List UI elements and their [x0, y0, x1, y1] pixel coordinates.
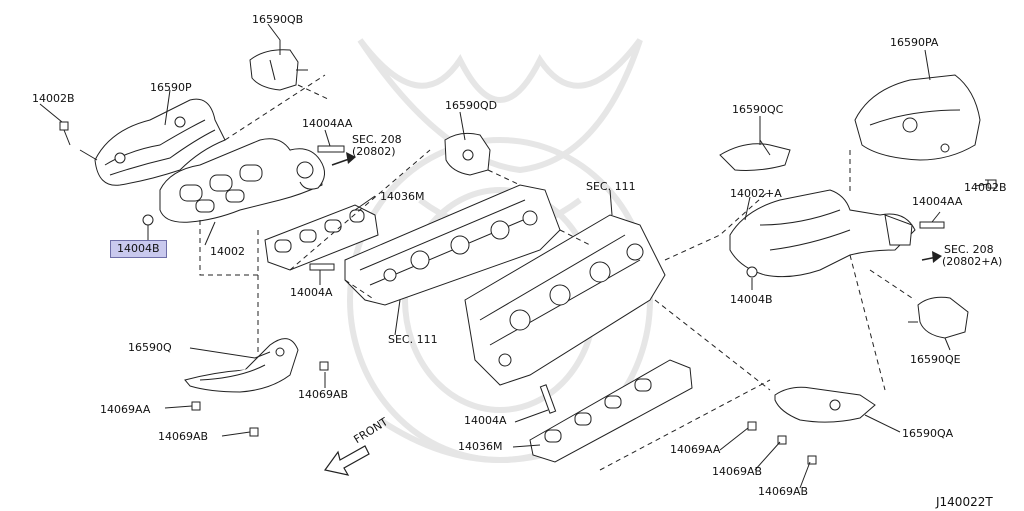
label-14069ab-mid: 14069AB	[298, 388, 349, 401]
bolt-14069ab-left	[249, 427, 259, 437]
label-16590qb: 16590QB	[252, 13, 304, 26]
label-sec208-right-sub: (20802+A)	[942, 255, 1003, 268]
gasket-14036m-bottom	[529, 359, 693, 463]
bolt-14069aa-right	[747, 421, 757, 431]
heat-shield-16590q	[184, 338, 299, 393]
bolt-14069ab-right1	[777, 435, 787, 445]
label-14004a-left: 14004A	[290, 286, 333, 299]
gasket-14036m-top	[264, 204, 379, 271]
label-14004aa-right: 14004AA	[912, 195, 963, 208]
label-sec208-right: SEC. 208	[944, 243, 994, 256]
stud-14004a-bottom	[539, 384, 557, 414]
stud-14004a-left	[309, 263, 335, 271]
label-16590qa: 16590QA	[902, 427, 954, 440]
bolt-14069ab-mid	[319, 361, 329, 371]
label-16590q: 16590Q	[128, 341, 172, 354]
label-16590pa: 16590PA	[890, 36, 939, 49]
heat-shield-16590qe	[908, 296, 969, 339]
label-14069ab-right2: 14069AB	[758, 485, 809, 498]
exhaust-manifold-14002	[159, 138, 325, 223]
sec208-arrow-top	[331, 152, 356, 166]
heat-shield-16590qa	[774, 386, 876, 423]
cylinder-head-middle	[464, 214, 666, 386]
label-sec111-left: SEC. 111	[388, 333, 438, 346]
bolt-14069aa-left	[191, 401, 201, 411]
label-14069aa-right: 14069AA	[670, 443, 721, 456]
heat-shield-16590qd	[444, 132, 491, 176]
stud-14004aa-right	[919, 221, 945, 229]
label-14004a-bottom: 14004A	[464, 414, 507, 427]
diagram-id: J140022T	[936, 495, 993, 509]
leader-lines	[39, 23, 992, 489]
heat-shield-16590pa	[854, 74, 981, 161]
cylinder-head-left	[344, 184, 561, 306]
label-14069ab-right1: 14069AB	[712, 465, 763, 478]
label-16590qd: 16590QD	[445, 99, 498, 112]
front-arrow-icon	[323, 445, 370, 476]
heat-shield-16590qb	[249, 49, 308, 91]
label-14069aa-left: 14069AA	[100, 403, 151, 416]
label-16590qe: 16590QE	[910, 353, 961, 366]
label-14004b-right: 14004B	[730, 293, 773, 306]
nut-14004b-right	[746, 266, 758, 278]
label-14002: 14002	[210, 245, 245, 258]
label-14036m-top: 14036M	[380, 190, 425, 203]
label-16590p: 16590P	[150, 81, 192, 94]
bolt-14069ab-right2	[807, 455, 817, 465]
label-14002a: 14002+A	[730, 187, 782, 200]
bolt-14002b-left	[59, 121, 71, 146]
stud-14004aa-top	[317, 145, 345, 153]
label-16590qc: 16590QC	[732, 103, 784, 116]
label-14004b-left-highlighted[interactable]: 14004B	[110, 240, 167, 258]
nut-14004b-left	[142, 214, 154, 226]
label-14069ab-left: 14069AB	[158, 430, 209, 443]
dashed-assembly-lines	[199, 74, 916, 471]
sec208-arrow-right	[921, 251, 942, 263]
heat-shield-16590p	[79, 98, 226, 186]
label-sec111-mid: SEC. 111	[586, 180, 636, 193]
exhaust-manifold-14002a	[729, 189, 916, 278]
label-14002b-left: 14002B	[32, 92, 75, 105]
label-sec208-top-sub: (20802)	[352, 145, 396, 158]
label-14004aa-top: 14004AA	[302, 117, 353, 130]
label-14002b-right: 14002B	[964, 181, 1007, 194]
label-14036m-bottom: 14036M	[458, 440, 503, 453]
heat-shield-16590qc	[719, 139, 791, 171]
label-sec208-top: SEC. 208	[352, 133, 402, 146]
